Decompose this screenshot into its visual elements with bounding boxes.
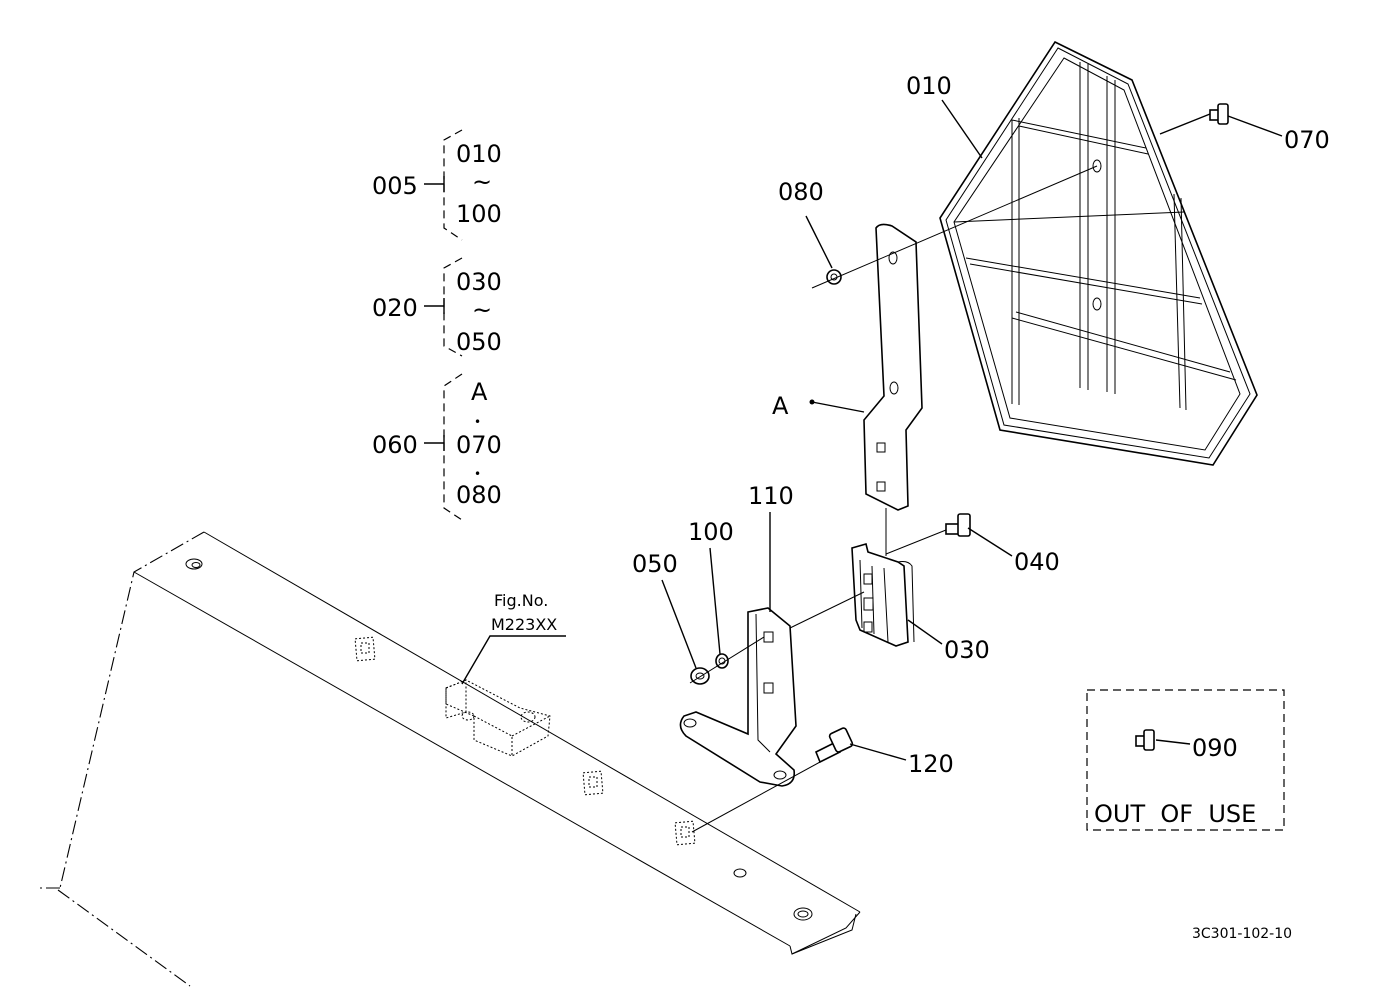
callout-080-label: 080 [778,178,824,206]
group-060-bullet-1: • [474,415,481,429]
callout-120: 120 [849,743,954,778]
post-bracket-030 [851,543,915,647]
group-005-item-end: 100 [456,200,502,228]
callout-050-label: 050 [632,550,678,578]
group-060-bullet-2: • [474,467,481,481]
group-020-label: 020 [372,294,418,322]
bolt-040 [945,513,971,537]
callout-070-label: 070 [1284,126,1330,154]
callout-a-label: A [772,392,789,420]
base-bracket-110 [679,591,865,787]
group-005-item-start: 010 [456,140,502,168]
fig-reference-line2: M223XX [491,615,557,634]
callout-090-label: 090 [1192,734,1238,762]
group-020-item-start: 030 [456,268,502,296]
callout-110: 110 [748,482,794,612]
fig-referenced-bracket [445,679,551,757]
group-005-range-tilde: ~ [472,168,492,196]
callout-080: 080 [778,178,833,269]
frame-rail [40,531,861,987]
bolt-070 [1209,103,1229,125]
out-of-use-box: 090 OUT OF USE [1086,689,1285,831]
document-code: 3C301-102-10 [1192,926,1292,942]
group-060-label: 060 [372,431,418,459]
sign-plate-010 [939,40,1258,466]
mounting-arm-a [863,223,923,556]
callout-100: 100 [688,518,734,655]
group-060-item-a: A [471,378,488,406]
group-005-label: 005 [372,172,418,200]
group-020-range-tilde: ~ [472,296,492,324]
fig-reference-line1: Fig.No. [494,591,548,610]
callout-030: 030 [907,619,990,664]
nut-050 [690,667,710,685]
callout-100-label: 100 [688,518,734,546]
group-060-item-070: 070 [456,431,502,459]
group-060: 060 A • 070 • 080 [372,373,502,521]
callout-030-label: 030 [944,636,990,664]
group-020-item-end: 050 [456,328,502,356]
out-of-use-label: OUT OF USE [1094,800,1256,828]
fig-reference: Fig.No. M223XX [461,591,566,685]
callout-a: A [772,392,865,420]
group-060-item-080: 080 [456,481,502,509]
group-005: 005 010 ~ 100 [372,129,502,241]
bolt-090 [1135,729,1155,751]
callout-110-label: 110 [748,482,794,510]
callout-040-label: 040 [1014,548,1060,576]
callout-070: 070 [1159,113,1330,154]
callout-120-label: 120 [908,750,954,778]
callout-010: 010 [906,72,983,159]
bolt-120 [814,727,854,764]
callout-010-label: 010 [906,72,952,100]
callout-040: 040 [967,527,1060,576]
assembly-lines [689,165,1098,833]
group-020: 020 030 ~ 050 [372,257,502,357]
callout-050: 050 [632,550,697,669]
